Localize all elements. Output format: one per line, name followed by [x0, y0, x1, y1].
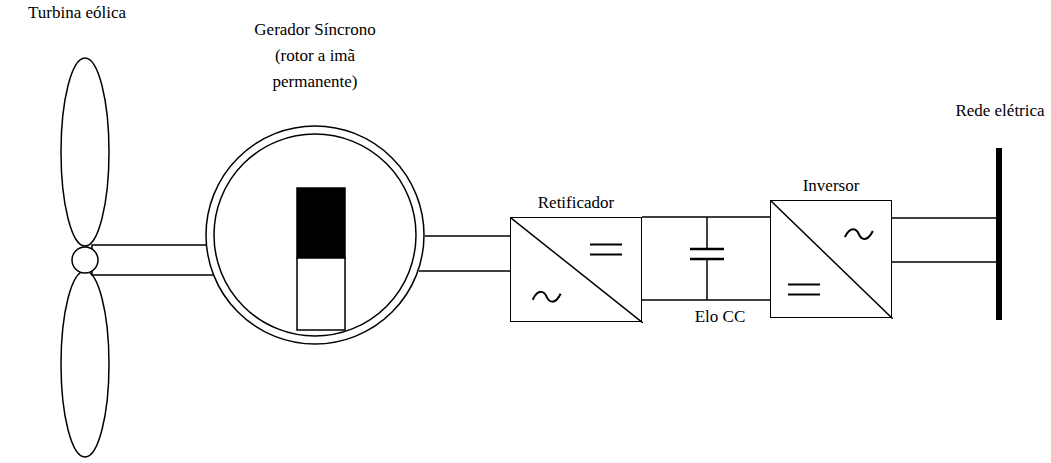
dc-link — [690, 217, 724, 300]
generator-circle: Gerador Síncrono (rotor a imã permanente… — [205, 125, 425, 345]
node-title: Gerador Síncrono (rotor a imã permanente… — [240, 17, 390, 95]
wire — [706, 259, 708, 300]
grid-connection — [892, 148, 1002, 320]
node-outline — [511, 218, 643, 323]
hub — [72, 247, 98, 273]
blade — [61, 271, 109, 457]
power-connection — [642, 217, 770, 300]
wire — [706, 217, 708, 249]
converter-box: Inversor — [770, 200, 892, 318]
magnet-north — [297, 188, 345, 258]
power-connection — [419, 236, 510, 271]
bus-bar — [996, 148, 1002, 320]
node-title: Inversor — [761, 173, 901, 199]
node-title: Retificador — [506, 190, 646, 216]
wire — [892, 217, 997, 219]
node-outline — [205, 125, 425, 345]
wire — [892, 261, 997, 263]
node-outline — [771, 201, 893, 319]
turbine-label: Turbina eólica — [2, 2, 152, 24]
blade — [61, 58, 109, 246]
dc-link-label: Elo CC — [680, 306, 760, 328]
converter-box: Retificador — [510, 217, 642, 322]
magnet-south — [297, 258, 345, 330]
grid-label: Rede elétrica — [950, 100, 1050, 122]
capacitor-plate — [690, 248, 724, 251]
